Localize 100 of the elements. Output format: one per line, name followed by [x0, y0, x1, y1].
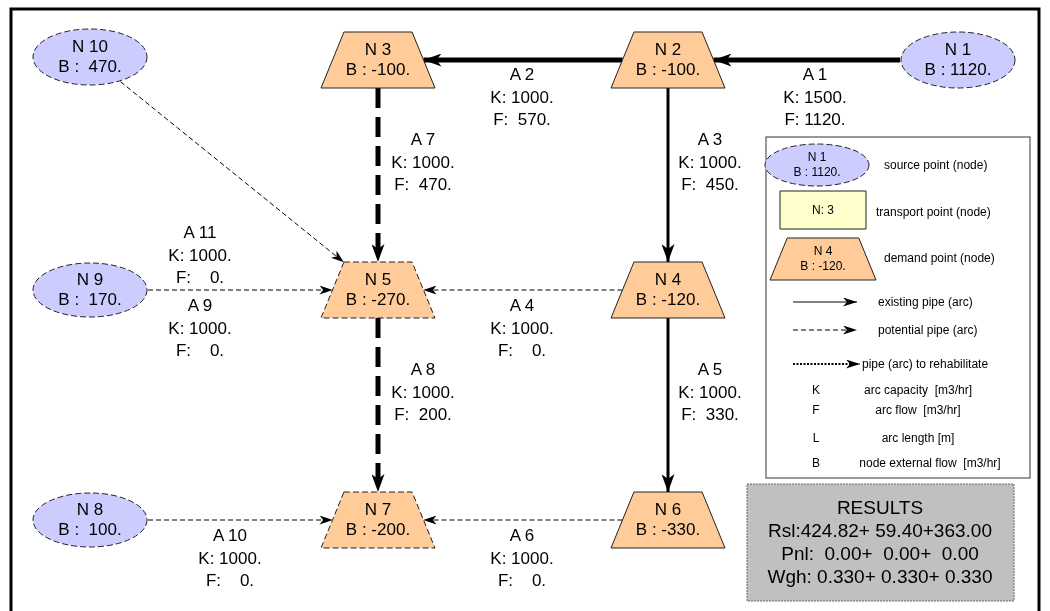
capacity-label: K: 1000.: [678, 153, 742, 173]
legend-symbol: F: [812, 403, 820, 417]
node-label: N 9: [76, 270, 104, 290]
node-label: N 4: [654, 270, 682, 290]
demand-node: [770, 238, 876, 280]
capacity-label: K: 1000.: [168, 246, 232, 266]
flow-label: F: 0.: [205, 571, 255, 591]
edge-label: A 5: [697, 360, 723, 380]
node-label: B : 1120.: [793, 165, 841, 180]
results-heading: RESULTS: [836, 496, 924, 519]
pipe-arrow: [423, 515, 623, 525]
legend-description: arc length [m]: [881, 431, 955, 445]
demand-node: [321, 262, 435, 318]
pipe-arrow: [371, 88, 385, 262]
results-line: Wgh: 0.330+ 0.330+ 0.330: [767, 565, 993, 588]
pipe-arrow: [661, 318, 675, 492]
flow-label: F: 470.: [394, 175, 452, 195]
node-label: B : -120.: [635, 290, 701, 310]
node-label: B : 170.: [58, 290, 122, 310]
legend-label: demand point (node): [884, 251, 995, 265]
legend-label: pipe (arc) to rehabilitate: [862, 357, 989, 371]
flow-label: F: 200.: [394, 405, 452, 425]
source-node: [32, 28, 148, 86]
flow-label: F: 570.: [493, 110, 551, 130]
demand-node: [321, 492, 435, 548]
pipe-arrow: [147, 285, 333, 295]
node-label: N 2: [654, 40, 682, 60]
capacity-label: K: 1000.: [678, 383, 742, 403]
edge-label: A 3: [697, 130, 723, 150]
edge-label: A 4: [509, 296, 535, 316]
edge-label: A 9: [187, 296, 213, 316]
legend-label: transport point (node): [876, 205, 991, 219]
demand-node: [611, 262, 725, 318]
node-label: N 7: [364, 500, 392, 520]
legend-description: arc flow [m3/hr]: [875, 403, 961, 417]
source-node: [32, 492, 148, 548]
node-label: B : 1120.: [924, 60, 992, 80]
legend-label: existing pipe (arc): [878, 295, 973, 309]
pipe-arrow: [713, 53, 900, 67]
legend-label: source point (node): [884, 158, 988, 172]
legend-symbol: B: [812, 456, 820, 470]
results-line: Pnl: 0.00+ 0.00+ 0.00: [781, 542, 979, 565]
edge-label: A 10: [213, 526, 247, 546]
node-label: B : -100.: [635, 60, 701, 80]
edge-label: A 1: [802, 65, 828, 85]
flow-label: F: 330.: [681, 405, 739, 425]
capacity-label: K: 1000.: [391, 153, 455, 173]
node-label: N 10: [72, 37, 108, 57]
flow-label: F: 1120.: [784, 110, 846, 130]
capacity-label: K: 1000.: [168, 319, 232, 339]
capacity-label: K: 1000.: [490, 319, 554, 339]
source-node: [900, 31, 1016, 89]
node-label: B : 100.: [58, 520, 122, 540]
node-label: B : 470.: [58, 57, 122, 77]
node-label: N: 3: [812, 202, 834, 218]
capacity-label: K: 1000.: [391, 383, 455, 403]
node-label: N 8: [76, 500, 104, 520]
edge-label: A 7: [410, 130, 436, 150]
results-line: Rsl:424.82+ 59.40+363.00: [768, 519, 992, 542]
flow-label: F: 0.: [497, 341, 547, 361]
node-label: N 4: [813, 244, 833, 259]
capacity-label: K: 1000.: [198, 549, 262, 569]
demand-node: [611, 492, 725, 548]
results-panel: [746, 483, 1014, 601]
node-label: B : -270.: [345, 290, 411, 310]
source-node: [764, 143, 870, 187]
node-label: N 6: [654, 500, 682, 520]
capacity-label: K: 1000.: [490, 88, 554, 108]
legend-symbol: L: [812, 431, 820, 445]
flow-label: F: 0.: [175, 341, 225, 361]
node-label: B : -330.: [635, 520, 701, 540]
node-label: N 1: [807, 150, 827, 165]
flow-label: F: 0.: [497, 571, 547, 591]
pipe-arrow: [371, 318, 385, 492]
node-label: N 5: [364, 270, 392, 290]
flow-label: F: 450.: [681, 175, 739, 195]
node-label: B : -120.: [800, 259, 846, 274]
pipe-arrow: [147, 515, 333, 525]
demand-node: [321, 32, 435, 88]
edge-label: A 2: [509, 65, 535, 85]
node-label: B : -100.: [345, 60, 411, 80]
legend-description: arc capacity [m3/hr]: [864, 383, 972, 397]
pipe-arrow: [423, 285, 623, 295]
edge-label: A 6: [509, 526, 535, 546]
pipe-arrow: [661, 88, 675, 262]
legend-label: potential pipe (arc): [878, 323, 978, 337]
demand-node: [611, 32, 725, 88]
node-label: B : -200.: [345, 520, 411, 540]
pipe-arrow: [423, 53, 623, 67]
capacity-label: K: 1500.: [783, 88, 847, 108]
flow-label: F: 0.: [175, 268, 225, 288]
legend-description: node external flow [m3/hr]: [859, 456, 1001, 470]
source-node: [32, 262, 148, 318]
capacity-label: K: 1000.: [490, 549, 554, 569]
pipe-arrow: [120, 81, 345, 263]
edge-label: A 11: [183, 223, 217, 243]
legend-symbol: K: [812, 383, 820, 397]
node-label: N 3: [364, 40, 392, 60]
edge-label: A 8: [410, 360, 436, 380]
node-label: N 1: [944, 40, 972, 60]
